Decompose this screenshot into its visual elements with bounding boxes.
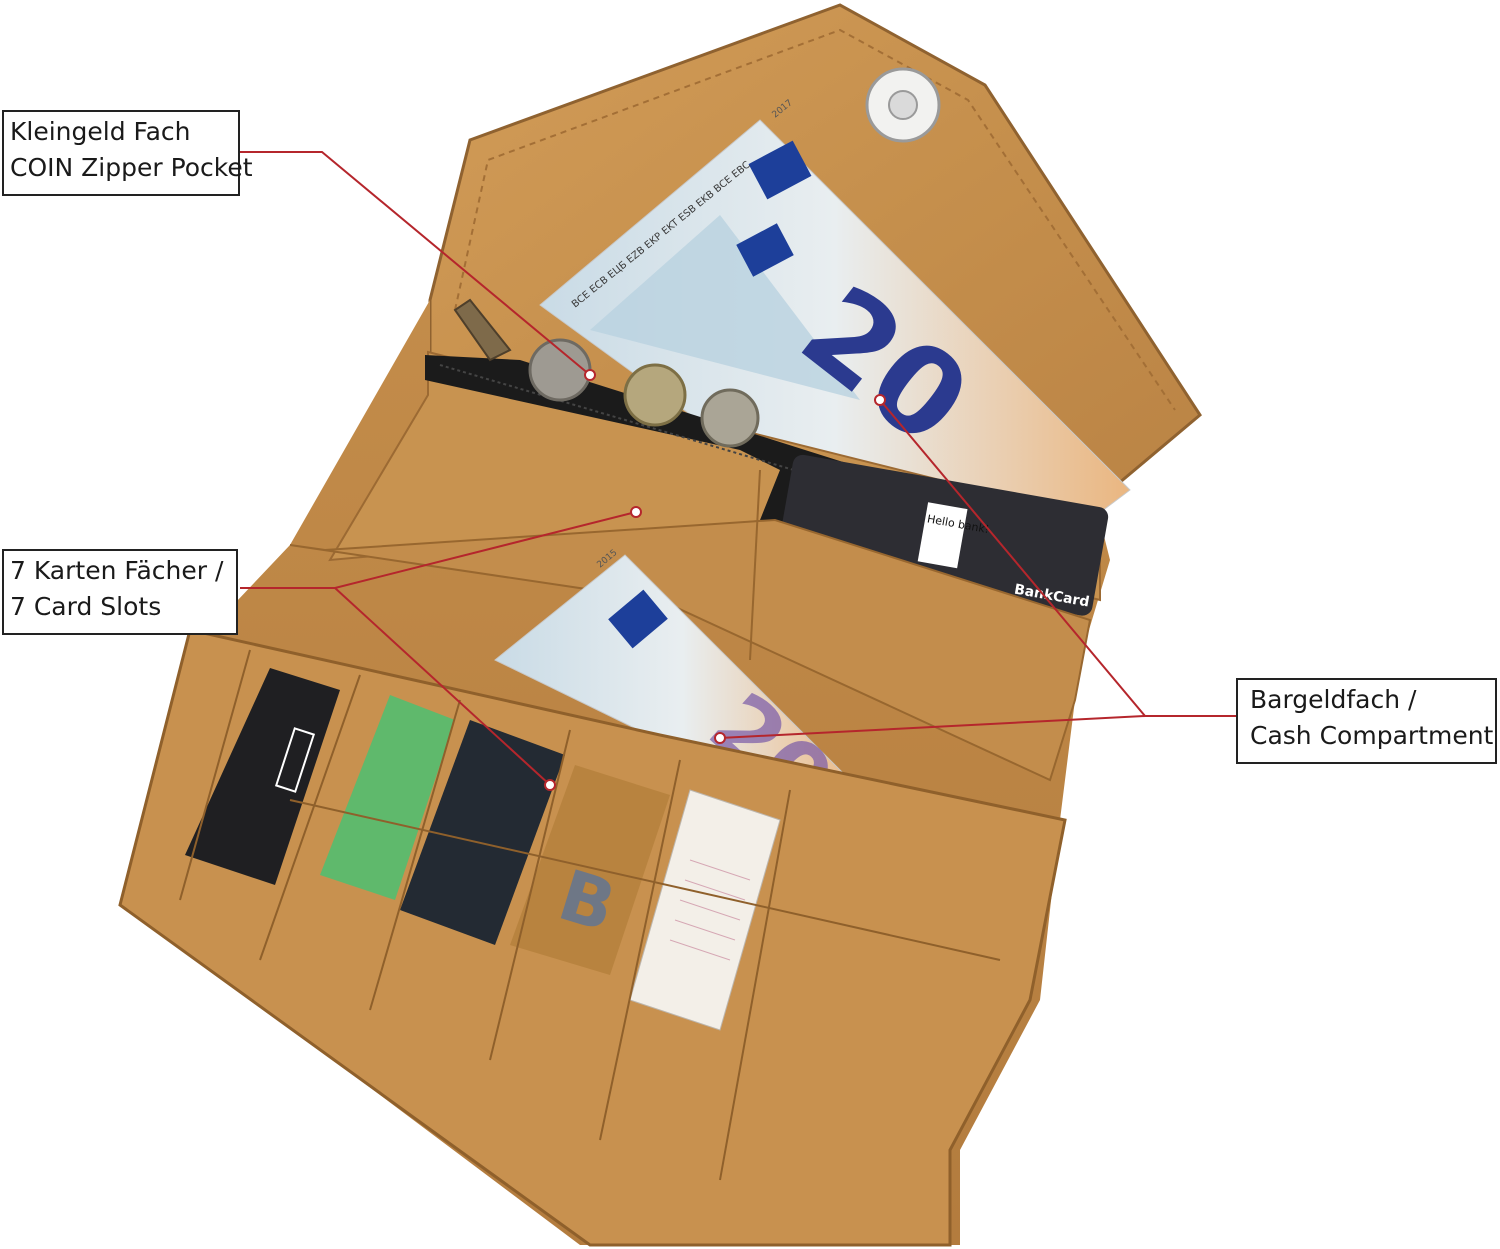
coin-pocket-label-line2: COIN Zipper Pocket [10, 153, 253, 182]
coin-pocket-label: Kleingeld Fach COIN Zipper Pocket [2, 110, 253, 196]
coin [700, 388, 760, 448]
middle-pocket [289, 518, 1092, 782]
cash-compartment-label-line2: Cash Compartment [1250, 721, 1494, 750]
card-slots-label: 7 Karten Fächer / 7 Card Slots [2, 549, 238, 635]
flap-stitching [454, 28, 1176, 411]
marker-dot-coin [584, 369, 596, 381]
card-dark-blue [400, 720, 565, 945]
card-slots-label-line2: 7 Card Slots [10, 592, 162, 621]
card-green [320, 695, 455, 900]
card-black-1 [185, 668, 340, 885]
leader-lines [240, 151, 1236, 786]
card-id [629, 789, 781, 1031]
zipper-pull [453, 298, 512, 362]
marker-dot-cards-2 [544, 779, 556, 791]
marker-dot-cards-1 [630, 506, 642, 518]
card-photo [510, 765, 670, 975]
coin-pocket-label-line1: Kleingeld Fach [10, 117, 191, 146]
coin [623, 363, 687, 427]
marker-dot-cash-1 [874, 394, 886, 406]
card-slot-seams [179, 649, 1001, 1181]
euro-banknote-back: BCE ECB ЕЦБ EZB EKP EKT ESB EKB BCE EBC … [539, 98, 1131, 561]
cash-compartment-label: Bargeldfach / Cash Compartment [1236, 678, 1497, 764]
marker-dot-cash-2 [714, 732, 726, 744]
cash-compartment-label-line1: Bargeldfach / [1250, 685, 1417, 714]
card-slots-label-line1: 7 Karten Fächer / [10, 556, 224, 585]
